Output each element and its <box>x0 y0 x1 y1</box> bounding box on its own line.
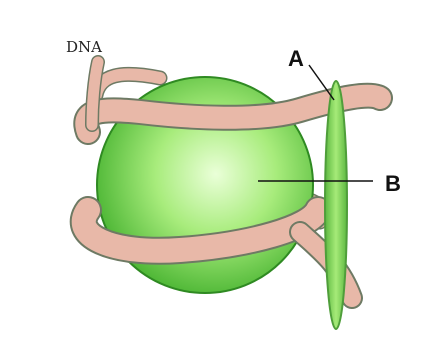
dna-label: DNA <box>66 38 102 56</box>
dna-tail-entry <box>92 62 98 125</box>
label-b: B <box>385 171 401 196</box>
linker-histone-disk <box>325 81 347 329</box>
label-a: A <box>288 46 304 71</box>
